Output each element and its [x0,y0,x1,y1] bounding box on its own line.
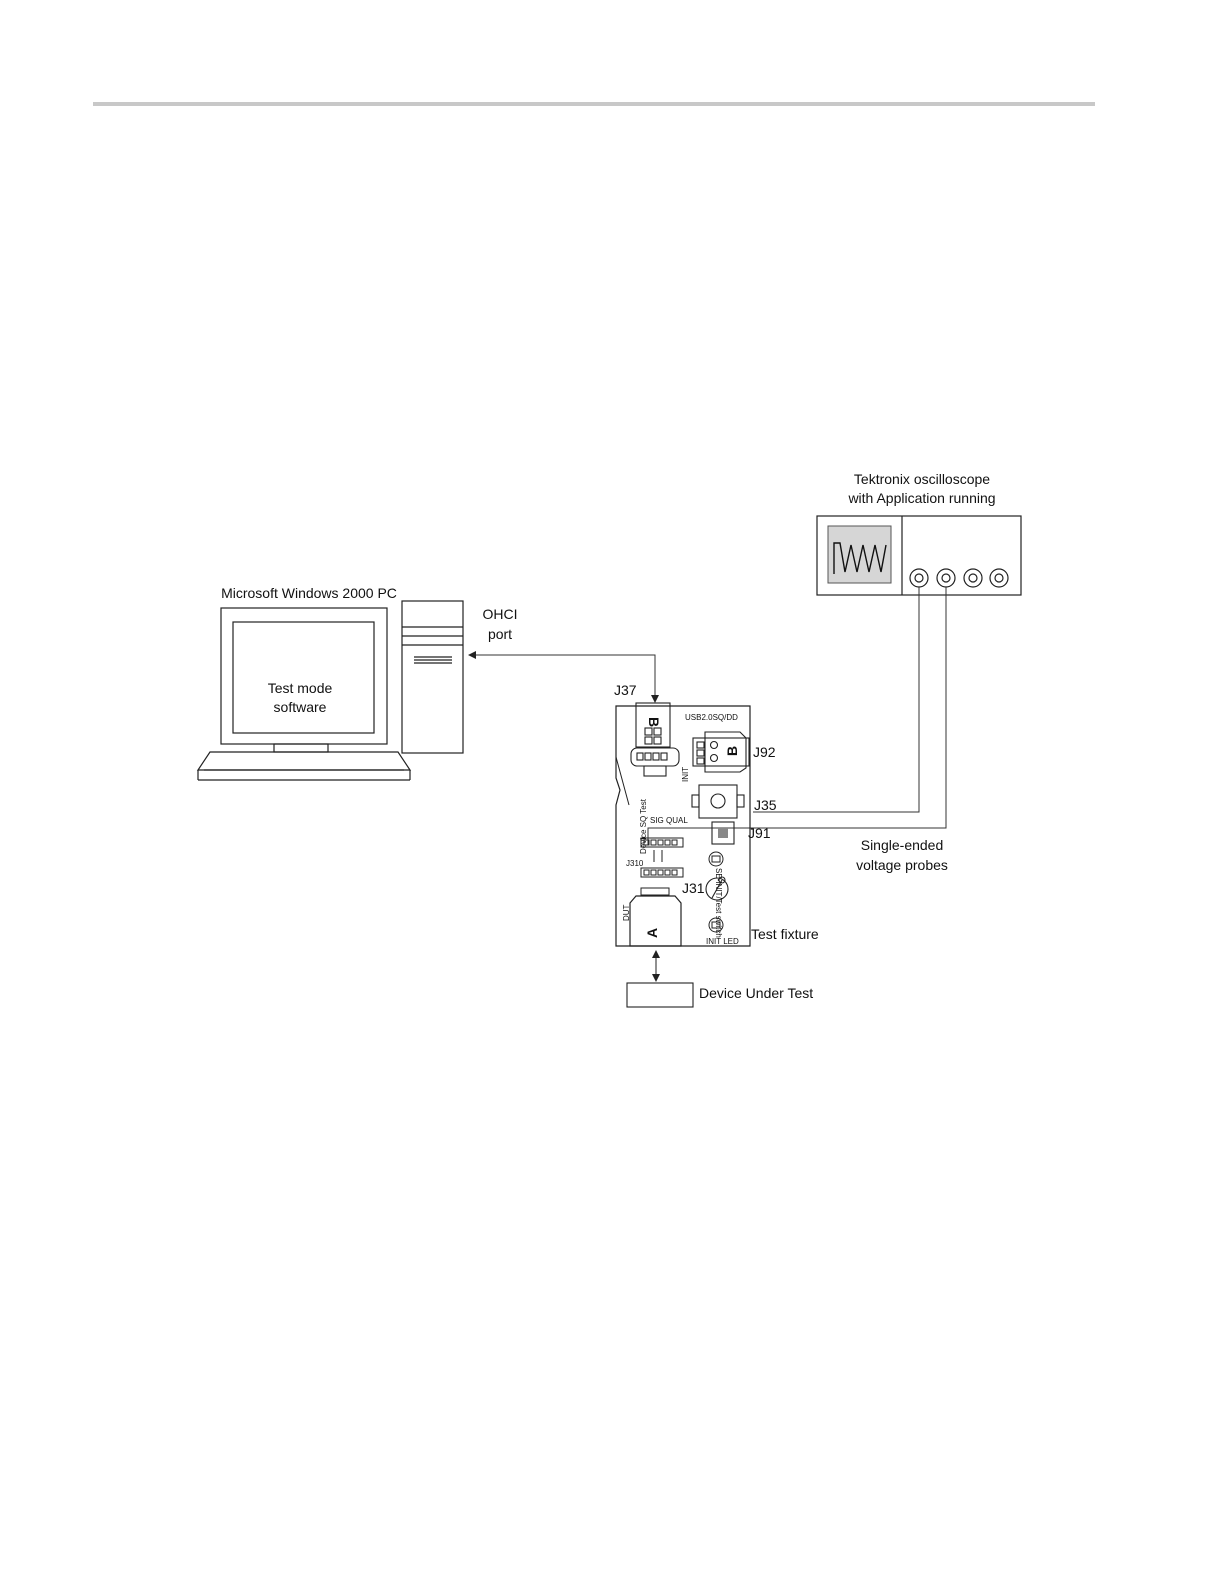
sig-qual-label: SIG QUAL [650,816,688,825]
j92-b-label: B [724,746,740,756]
pc-screen-line2: software [274,699,327,715]
probes-label-line1: Single-ended [861,837,944,853]
cable-arrow-pc [468,651,476,659]
init-label: INIT [681,767,690,782]
scope-screen [828,526,891,583]
dut-a-label: A [644,928,660,938]
j37-label: J37 [614,682,637,698]
ohci-label-line2: port [488,626,512,642]
dut-arrow-up [652,950,660,958]
init-led-label: INIT LED [706,937,739,946]
j37-b-label: B [646,717,662,727]
j91-label: J91 [748,825,771,841]
pc-screen-line1: Test mode [268,680,333,696]
device-under-test-label: Device Under Test [699,985,813,1001]
test-fixture-label: Test fixture [751,926,819,942]
cable-arrow-fixture [651,695,659,703]
ohci-label-line1: OHCI [483,606,518,622]
j31-label: J31 [682,880,705,896]
scope-label-line1: Tektronix oscilloscope [854,471,990,487]
j91-pad [718,828,728,838]
j92-label: J92 [753,744,776,760]
usb-sq-label: USB2.0SQ/DD [685,713,738,722]
j310-label: J310 [626,859,644,868]
pc-label: Microsoft Windows 2000 PC [221,585,397,601]
j35-label: J35 [754,797,777,813]
device-sq-test-label: Device SQ Test [639,798,648,854]
scope-channel-connectors [910,569,1008,587]
init-led-top [709,852,723,866]
scope-label-line2: with Application running [847,490,995,506]
j310-header [641,850,683,895]
test-switch-label: SE-INIT/Test switch [714,868,723,938]
j37-connector [631,703,679,776]
dut-arrow-down [652,974,660,982]
device-under-test-box [627,983,693,1007]
j92-connector [693,732,749,772]
pc-tower [402,601,463,753]
j35-connector [692,785,744,818]
probes-label-line2: voltage probes [856,857,948,873]
